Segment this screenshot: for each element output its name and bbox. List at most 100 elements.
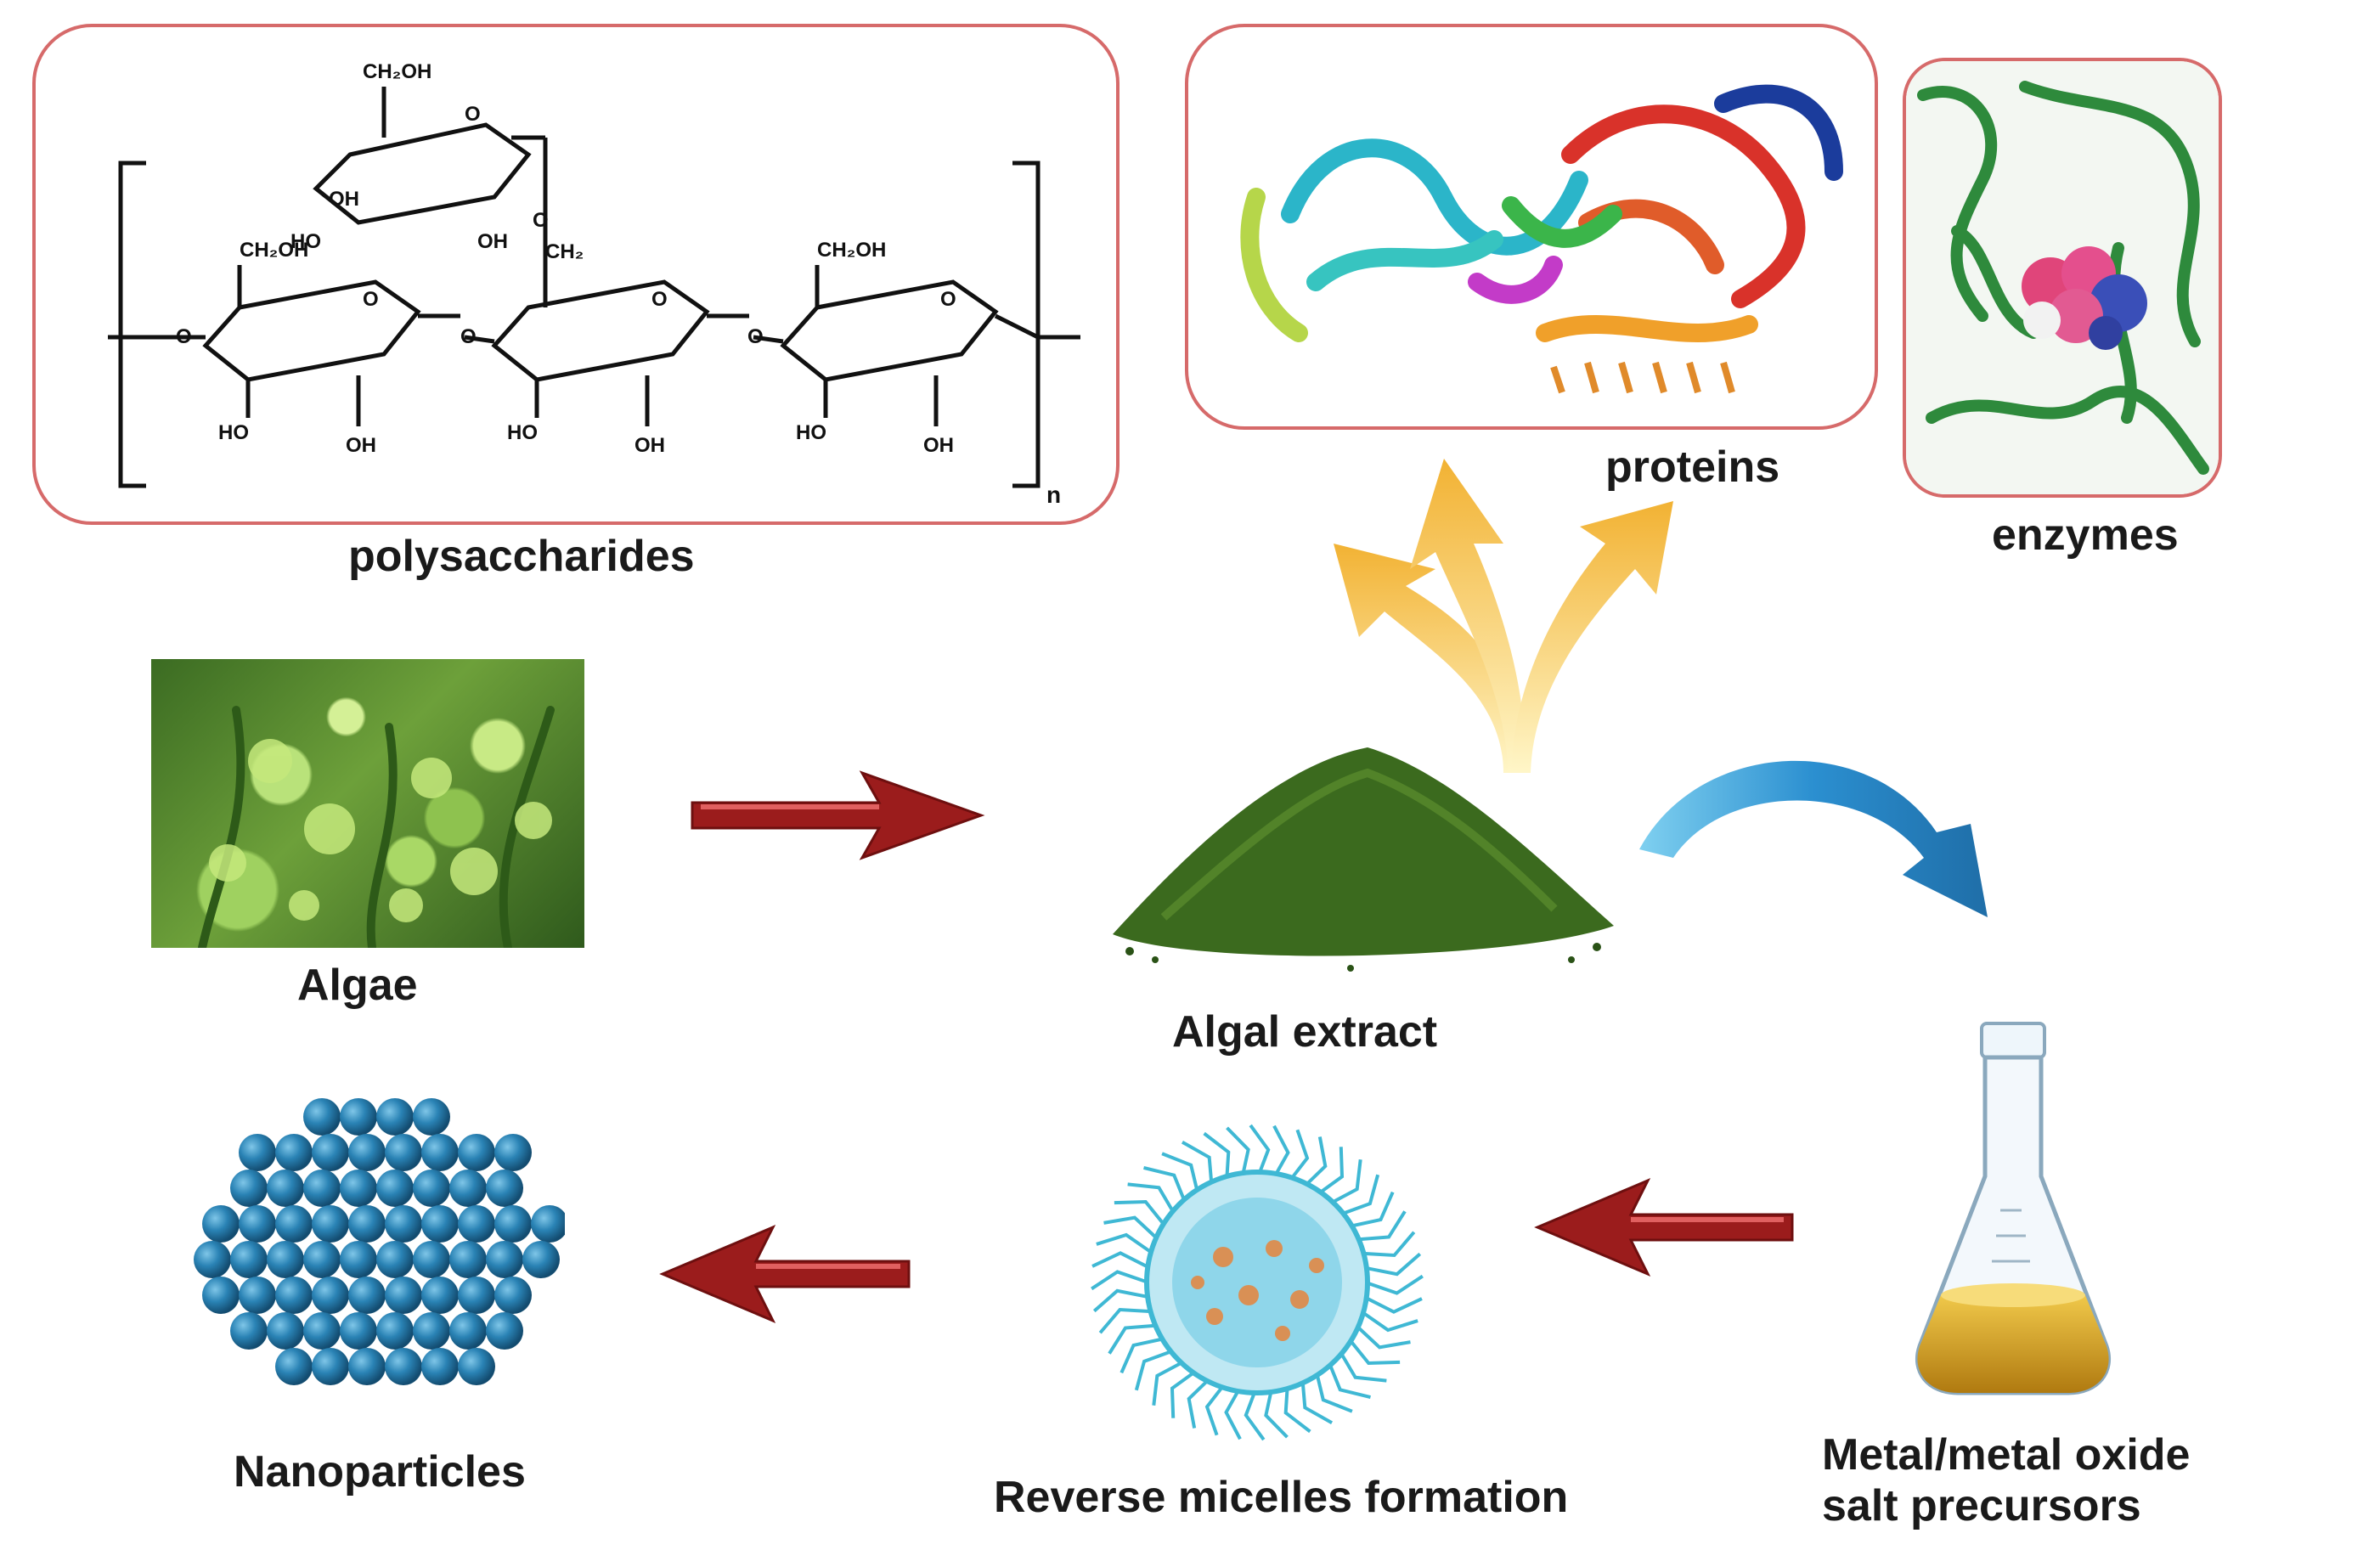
enzymes-label: enzymes (1992, 510, 2179, 560)
nanoparticle-sphere (385, 1134, 422, 1171)
nanoparticle-sphere (449, 1312, 487, 1350)
ring-oxygen-2: O (651, 288, 668, 311)
micelle-tail (1203, 1131, 1231, 1184)
glycosidic-o-3: O (747, 325, 764, 348)
arrow-extract-to-precursors (1639, 760, 1988, 917)
nanoparticle-sphere (275, 1348, 313, 1385)
micelle-tail (1356, 1210, 1407, 1242)
ho-ring2: HO (507, 421, 538, 444)
ring-oxygen-3: O (940, 288, 956, 311)
micelle-tail (1187, 1375, 1214, 1429)
polysaccharides-label: polysaccharides (348, 532, 695, 581)
micelle-tail (1226, 1126, 1250, 1181)
micelle-tail (1360, 1310, 1418, 1333)
nanoparticle-lattice-icon (194, 1098, 565, 1385)
nanoparticle-sphere (449, 1241, 487, 1278)
proteins-label: proteins (1605, 442, 1780, 492)
nanoparticle-sphere (458, 1134, 495, 1171)
nanoparticle-sphere (458, 1205, 495, 1243)
proteins-panel (1185, 24, 1878, 430)
nanoparticle-sphere (312, 1134, 349, 1171)
nanoparticle-sphere (230, 1241, 268, 1278)
micelle-tail (1092, 1288, 1150, 1313)
reverse-micelles-label: Reverse micelles formation (994, 1473, 1569, 1522)
nanoparticle-sphere (376, 1170, 414, 1207)
nanoparticle-sphere (421, 1134, 459, 1171)
nanoparticle-sphere (230, 1170, 268, 1207)
algae-leaves (198, 706, 555, 948)
nanoparticle-sphere (421, 1348, 459, 1385)
nanoparticle-sphere (458, 1277, 495, 1314)
powder-pile-icon (1113, 747, 1614, 972)
nanoparticle-sphere (348, 1348, 386, 1385)
ch2-ring2: CH₂ (545, 240, 584, 263)
nanoparticle-sphere (486, 1170, 523, 1207)
micelle-tail (1361, 1231, 1416, 1258)
nanoparticle-sphere (376, 1098, 414, 1136)
micelle-tail (1271, 1125, 1290, 1181)
nanoparticle-sphere (312, 1277, 349, 1314)
ch2oh-ring3: CH₂OH (817, 239, 886, 262)
micelle-tail (1120, 1336, 1166, 1374)
micelle-tail (1170, 1367, 1199, 1418)
algal-extract-label: Algal extract (1172, 1007, 1438, 1057)
nanoparticle-sphere (348, 1205, 386, 1243)
nanoparticle-sphere (494, 1277, 532, 1314)
branch-arrow-left (1334, 544, 1520, 773)
nanoparticle-sphere (194, 1241, 231, 1278)
micelle-tail (1108, 1323, 1159, 1355)
repeat-n: n (1046, 482, 1061, 508)
nanoparticle-sphere (531, 1205, 565, 1243)
micelle-tail (1347, 1337, 1401, 1366)
nanoparticle-sphere (413, 1241, 450, 1278)
nanoparticle-sphere (202, 1205, 240, 1243)
algae-photo (151, 659, 584, 948)
nanoparticle-sphere (413, 1170, 450, 1207)
nanoparticle-sphere (303, 1312, 341, 1350)
nanoparticle-sphere (275, 1277, 313, 1314)
micelle-tail (1264, 1384, 1289, 1439)
nanoparticle-sphere (267, 1241, 304, 1278)
nanoparticle-sphere (385, 1277, 422, 1314)
protein-ribbon-icon (1240, 84, 1843, 394)
micelle-tail (1315, 1147, 1345, 1198)
ho-ring3: HO (796, 421, 826, 444)
nanoparticle-sphere (494, 1205, 532, 1243)
arrow-micelle-to-nanoparticles (659, 1225, 911, 1323)
micelle-tail (1355, 1324, 1411, 1350)
nanoparticle-sphere (303, 1241, 341, 1278)
micelle-tail (1300, 1136, 1328, 1190)
nanoparticle-sphere (312, 1205, 349, 1243)
ho-ring1: HO (218, 421, 249, 444)
micelle-tail (1098, 1307, 1153, 1334)
erlenmeyer-flask-icon (1915, 1022, 2112, 1395)
nanoparticle-sphere (239, 1277, 276, 1314)
nanoparticle-sphere (267, 1312, 304, 1350)
nanoparticle-sphere (421, 1277, 459, 1314)
micelle-tail (1363, 1295, 1423, 1314)
nanoparticle-sphere (486, 1241, 523, 1278)
nanoparticle-sphere (275, 1134, 313, 1171)
nanoparticle-sphere (340, 1241, 377, 1278)
nanoparticle-sphere (486, 1312, 523, 1350)
nanoparticle-sphere (202, 1277, 240, 1314)
nanoparticle-sphere (494, 1134, 532, 1171)
nanoparticle-sphere (421, 1205, 459, 1243)
polysaccharide-structure: CH₂OH O OH HO OH O CH₂OH CH₂ CH₂OH O O O… (108, 60, 1080, 508)
glycosidic-o-top: O (533, 209, 549, 232)
micelle-tail (1338, 1349, 1387, 1383)
nanoparticle-sphere (312, 1348, 349, 1385)
nanoparticle-sphere (340, 1098, 377, 1136)
micelle-tail (1300, 1376, 1334, 1425)
ch2oh-top: CH₂OH (363, 60, 431, 83)
micelle-tail (1134, 1348, 1176, 1391)
micelle-tail (1286, 1129, 1310, 1185)
micelle-tail (1103, 1215, 1159, 1241)
nanoparticle-sphere (348, 1134, 386, 1171)
arrow-algae-to-extract (691, 770, 985, 860)
nanoparticle-sphere (413, 1312, 450, 1350)
micelle-tail (1161, 1152, 1200, 1197)
ho-top: HO (290, 230, 321, 253)
nanoparticle-sphere (376, 1241, 414, 1278)
micelle-tail (1348, 1191, 1395, 1229)
